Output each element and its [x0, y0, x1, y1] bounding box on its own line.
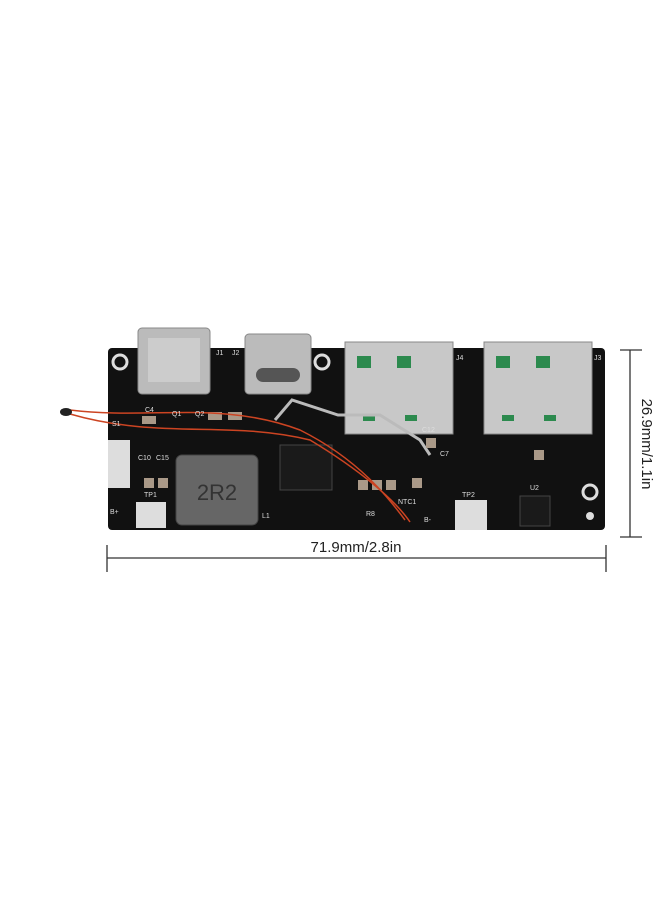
usb-a-port-j3 — [483, 341, 593, 435]
height-label: 26.9mm/1.1in — [638, 399, 655, 490]
svg-text:C7: C7 — [440, 451, 449, 458]
micro-usb-port — [137, 327, 211, 395]
svg-text:C4: C4 — [145, 407, 154, 414]
svg-text:S1: S1 — [112, 421, 121, 428]
svg-text:L1: L1 — [262, 513, 270, 520]
svg-text:U2: U2 — [530, 485, 539, 492]
test-pad-tp2 — [455, 500, 487, 530]
svg-text:J4: J4 — [456, 355, 464, 362]
svg-text:B+: B+ — [110, 509, 119, 516]
usb-c-port — [244, 333, 312, 395]
svg-text:C15: C15 — [156, 455, 169, 462]
mounting-holes — [111, 353, 599, 501]
svg-text:B-: B- — [424, 517, 432, 524]
test-pad-tp1 — [136, 502, 166, 528]
height-dimension — [620, 349, 642, 538]
svg-text:J1: J1 — [216, 350, 224, 357]
svg-text:TP2: TP2 — [462, 492, 475, 499]
svg-text:2R2: 2R2 — [197, 480, 237, 505]
width-label: 71.9mm/2.8in — [311, 539, 402, 556]
ic-u2 — [519, 495, 551, 527]
width-dimension — [106, 545, 607, 572]
svg-text:NTC1: NTC1 — [398, 499, 416, 506]
smd-components — [142, 412, 544, 490]
ntc-thermistor-wire — [69, 409, 411, 523]
svg-text:J2: J2 — [232, 350, 240, 357]
inductor: 2R2 — [175, 454, 259, 526]
svg-text:Q1: Q1 — [172, 411, 181, 418]
thermistor-bead — [60, 408, 72, 416]
svg-text:TP1: TP1 — [144, 492, 157, 499]
svg-text:C12: C12 — [422, 427, 435, 434]
svg-text:Q2: Q2 — [195, 411, 204, 418]
svg-text:C10: C10 — [138, 455, 151, 462]
ic-chip — [279, 444, 333, 491]
switch — [108, 440, 130, 488]
svg-text:R8: R8 — [366, 511, 375, 518]
usb-a-port-j4 — [344, 341, 454, 435]
silkscreen-labels: B+ B- TP1 TP2 NTC1 J1 J2 J3 J4 U2 L1 S1 … — [110, 350, 602, 524]
svg-text:J3: J3 — [594, 355, 602, 362]
